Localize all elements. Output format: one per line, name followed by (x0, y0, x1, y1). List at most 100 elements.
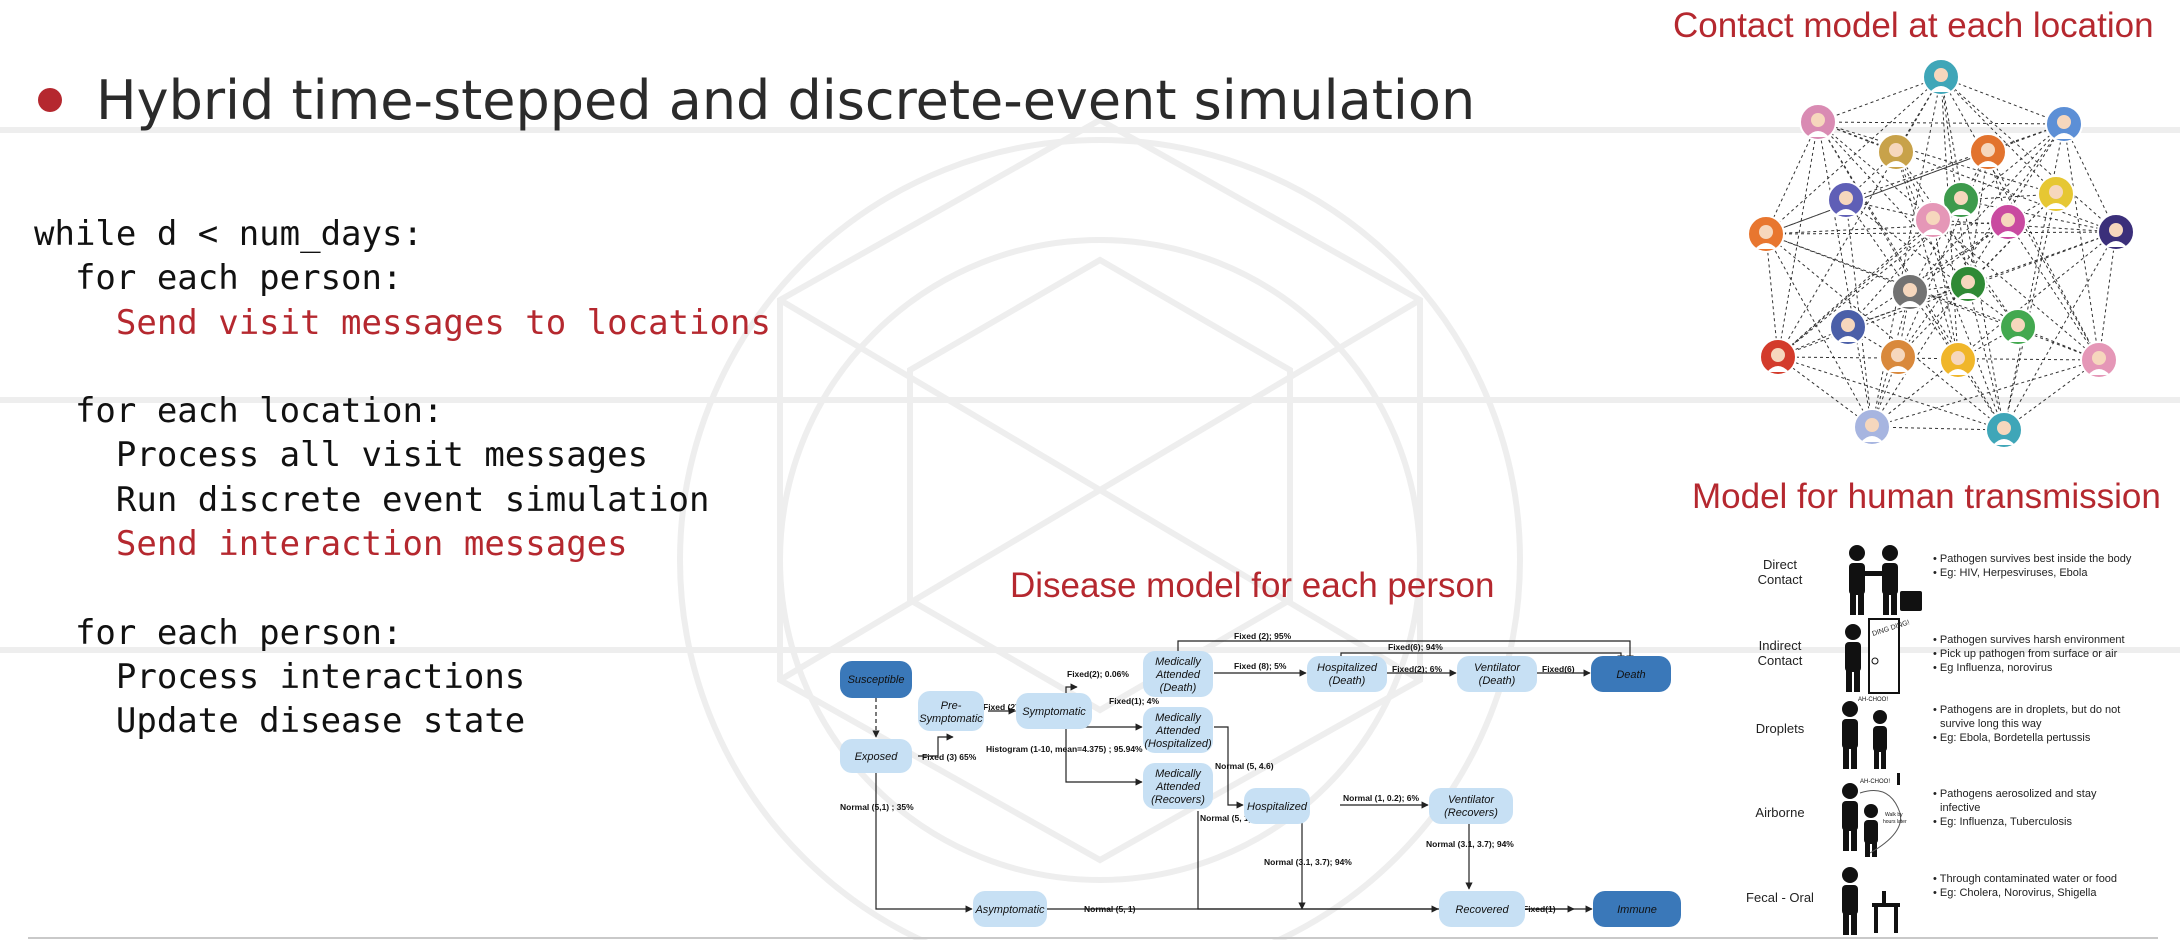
edge-label: Fixed(6) (1542, 664, 1575, 674)
contact-edge (1777, 199, 1962, 358)
person-avatar-icon (1891, 273, 1929, 311)
person-avatar-icon (1747, 215, 1785, 253)
contact-edge (1940, 76, 1959, 361)
contact-edge (1817, 121, 2117, 233)
contact-edge (1817, 121, 1969, 285)
contact-edge (2063, 123, 2117, 233)
svg-text:hours later: hours later (1883, 819, 1907, 825)
contact-edge (1817, 121, 1873, 428)
edge-label: Fixed (8); 5% (1234, 661, 1287, 671)
title-bullet (38, 88, 62, 112)
svg-text:(Death): (Death) (1479, 675, 1516, 687)
person-avatar-icon (2080, 341, 2118, 379)
person-avatar-icon (1999, 308, 2037, 346)
node-exposed: Exposed (840, 739, 912, 773)
transmission-bullet: • Pathogens aerosolized and stay (1933, 788, 2097, 800)
svg-text:Recovered: Recovered (1455, 904, 1509, 916)
contact-edge (1777, 356, 1873, 428)
svg-text:Immune: Immune (1617, 904, 1657, 916)
contact-edge (2098, 231, 2117, 361)
svg-text:Asymptomatic: Asymptomatic (974, 904, 1045, 916)
transmission-bullet: infective (1940, 802, 1980, 814)
contact-edge (1967, 283, 2005, 431)
footer-divider (28, 937, 2158, 939)
person-avatar-icon (1759, 338, 1797, 376)
svg-text:(Death): (Death) (1160, 682, 1197, 694)
row-label: Indirect (1759, 638, 1802, 653)
node-susceptible: Susceptible (840, 661, 912, 698)
contact-edge (1777, 231, 2117, 358)
indirect-contact-icon: DING DING! (1845, 618, 1911, 694)
contact-edge (1847, 199, 1962, 328)
contact-edge (1847, 231, 2117, 328)
contact-edge (1765, 233, 1779, 358)
direct-contact-icon (1849, 545, 1922, 615)
edge-label: Fixed(2); 0.06% (1067, 669, 1129, 679)
transmission-bullet: • Pathogen survives best inside the body (1933, 553, 2132, 565)
row-label: Contact (1758, 572, 1803, 587)
svg-text:Symptomatic: Symptomatic (919, 713, 983, 725)
node-recovered: Recovered (1439, 891, 1525, 927)
svg-text:Susceptible: Susceptible (848, 674, 905, 686)
svg-text:Hospitalized: Hospitalized (1317, 662, 1378, 674)
edge-label: Fixed(1) (1523, 904, 1556, 914)
contact-edge (1940, 76, 1969, 285)
person-avatar-icon (2097, 213, 2135, 251)
node-ma-death: Medically Attended (Death) (1143, 651, 1213, 697)
contact-edge (2003, 231, 2117, 431)
code-line: Process all visit messages (34, 435, 649, 476)
svg-text:AH-CHOO!: AH-CHOO! (1860, 779, 1890, 785)
contact-edge (1777, 121, 1819, 358)
contact-model-heading: Contact model at each location (1673, 6, 2154, 45)
contact-edge (2063, 123, 2100, 361)
code-line (34, 566, 771, 610)
edge-label: Fixed(6); 94% (1388, 642, 1443, 652)
svg-text:Medically: Medically (1155, 712, 1202, 724)
edge-label: Fixed (2); 95% (1234, 631, 1292, 641)
contact-edge (1777, 356, 2100, 361)
node-hospitalized-death: Hospitalized (Death) (1307, 656, 1387, 692)
edge-label: Fixed (3) 65% (922, 752, 977, 762)
code-line: for each location: (34, 391, 444, 432)
pseudo-code-block: while d < num_days: for each person: Sen… (34, 212, 771, 744)
person-avatar-icon (1829, 308, 1867, 346)
fecal-oral-icon (1842, 867, 1900, 935)
row-label: Droplets (1756, 721, 1805, 736)
code-line: Process interactions (34, 656, 526, 697)
svg-text:Death: Death (1616, 669, 1645, 681)
contact-edge (1817, 121, 2065, 125)
airborne-icon: AH-CHOO! Walk by hours later (1842, 773, 1907, 857)
contact-edge (1895, 151, 1959, 361)
row-label: Direct (1763, 557, 1797, 572)
svg-text:Symptomatic: Symptomatic (1022, 706, 1086, 718)
person-avatar-icon (1942, 181, 1980, 219)
slide-title: Hybrid time-stepped and discrete-event s… (96, 69, 1476, 132)
contact-network-diagram (1747, 58, 2135, 449)
transmission-bullet: • Eg: Ebola, Bordetella pertussis (1933, 732, 2091, 744)
edge-label: Normal (3.1, 3.7); 94% (1426, 839, 1514, 849)
svg-text:Attended: Attended (1155, 669, 1201, 681)
contact-edge (1765, 121, 1819, 235)
node-asymptomatic: Asymptomatic (973, 891, 1047, 927)
person-avatar-icon (1879, 338, 1917, 376)
node-symptomatic: Symptomatic (1016, 693, 1092, 729)
transmission-bullet: • Pathogen survives harsh environment (1933, 634, 2125, 646)
person-avatar-icon (2037, 175, 2075, 213)
svg-text:Medically: Medically (1155, 656, 1202, 668)
contact-edge (1871, 231, 2117, 428)
contact-edge (1909, 221, 2009, 293)
node-pre-symptomatic: Pre- Symptomatic (918, 691, 984, 731)
transmission-bullet: • Eg: HIV, Herpesviruses, Ebola (1933, 567, 2088, 579)
person-avatar-icon (1989, 203, 2027, 241)
person-avatar-icon (1877, 133, 1915, 171)
transmission-bullet: • Through contaminated water or food (1933, 873, 2117, 885)
contact-edge (1817, 121, 1959, 361)
edge-label: Normal (5, 4.6) (1215, 761, 1274, 771)
edge-label: Normal (5,1) ; 35% (840, 802, 914, 812)
svg-text:Hospitalized: Hospitalized (1247, 801, 1308, 813)
row-label: Contact (1758, 653, 1803, 668)
contact-edge (1960, 199, 2117, 233)
contact-edge (1765, 233, 2005, 431)
contact-edge (1817, 76, 1942, 123)
